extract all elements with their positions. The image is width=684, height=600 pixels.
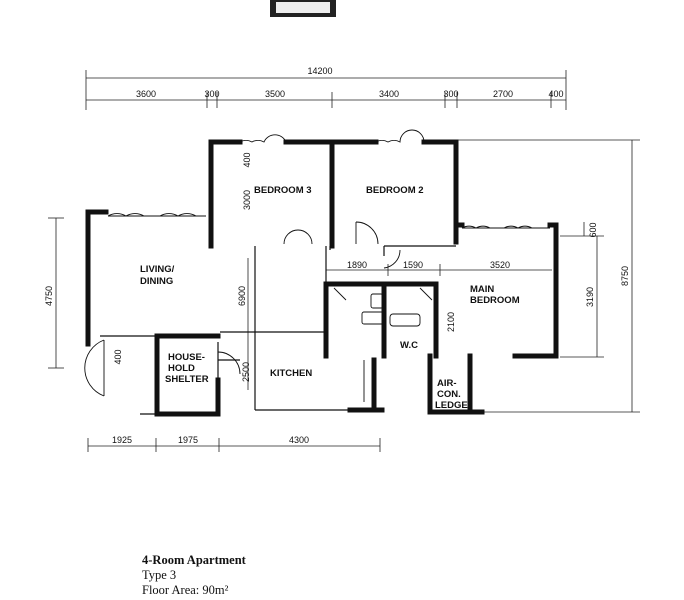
plan-caption: 4-Room Apartment Type 3 Floor Area: 90m² [142, 553, 246, 598]
caption-title: 4-Room Apartment [142, 553, 246, 567]
dim-main-bedroom-width: 3520 [490, 260, 510, 270]
room-aircon-label-2: CON. [437, 389, 461, 400]
dim-living-depth: 6900 [237, 286, 247, 306]
dim-right-height: 8750 [620, 266, 630, 286]
dim-right-small: 600 [588, 222, 598, 237]
north-stamp [270, 0, 336, 17]
dim-top-1: 3600 [136, 89, 156, 99]
caption-area: Floor Area: 90m² [142, 583, 229, 597]
dim-top-2: 300 [204, 89, 219, 99]
dim-right-inner: 3190 [585, 287, 595, 307]
windows [107, 129, 550, 229]
room-shelter-label-1: HOUSE- [168, 352, 205, 363]
room-aircon-label-1: AIR- [437, 378, 457, 389]
dim-shelter-small: 400 [113, 349, 123, 364]
dim-overall-width: 14200 [307, 66, 332, 76]
dim-top-5: 300 [443, 89, 458, 99]
dim-bottom-2: 1975 [178, 435, 198, 445]
walls [85, 139, 559, 417]
dim-bottom-1: 1925 [112, 435, 132, 445]
room-kitchen-label: KITCHEN [270, 368, 312, 379]
room-living-label-1: LIVING/ [140, 264, 175, 275]
dim-bedroom3-top: 400 [242, 152, 252, 167]
doors [84, 221, 433, 402]
room-bedroom2-label: BEDROOM 2 [366, 185, 424, 196]
room-wc-label: W.C [400, 340, 418, 351]
wc-fixtures [333, 287, 433, 327]
dimension-lines [48, 70, 640, 452]
room-bedroom3-label: BEDROOM 3 [254, 185, 312, 196]
dim-top-3: 3500 [265, 89, 285, 99]
dim-top-4: 3400 [379, 89, 399, 99]
room-shelter-label-3: SHELTER [165, 374, 209, 385]
room-main-bedroom-label-2: BEDROOM [470, 295, 520, 306]
thin-walls [100, 245, 456, 415]
caption-type: Type 3 [142, 568, 177, 582]
room-aircon-label-3: LEDGE [435, 400, 468, 411]
dim-bath-height: 2100 [446, 312, 456, 332]
room-shelter-label-2: HOLD [168, 363, 195, 374]
dim-top-7: 400 [548, 89, 563, 99]
room-living-label-2: DINING [140, 276, 173, 287]
room-main-bedroom-label-1: MAIN [470, 284, 494, 295]
dim-left-height: 4750 [44, 286, 54, 306]
dim-bath-width-2: 1590 [403, 260, 423, 270]
dim-bottom-3: 4300 [289, 435, 309, 445]
dim-top-6: 2700 [493, 89, 513, 99]
dim-bedroom3-depth: 3000 [242, 190, 252, 210]
dim-shelter-side: 2500 [241, 362, 251, 382]
dim-bath-width-1: 1890 [347, 260, 367, 270]
